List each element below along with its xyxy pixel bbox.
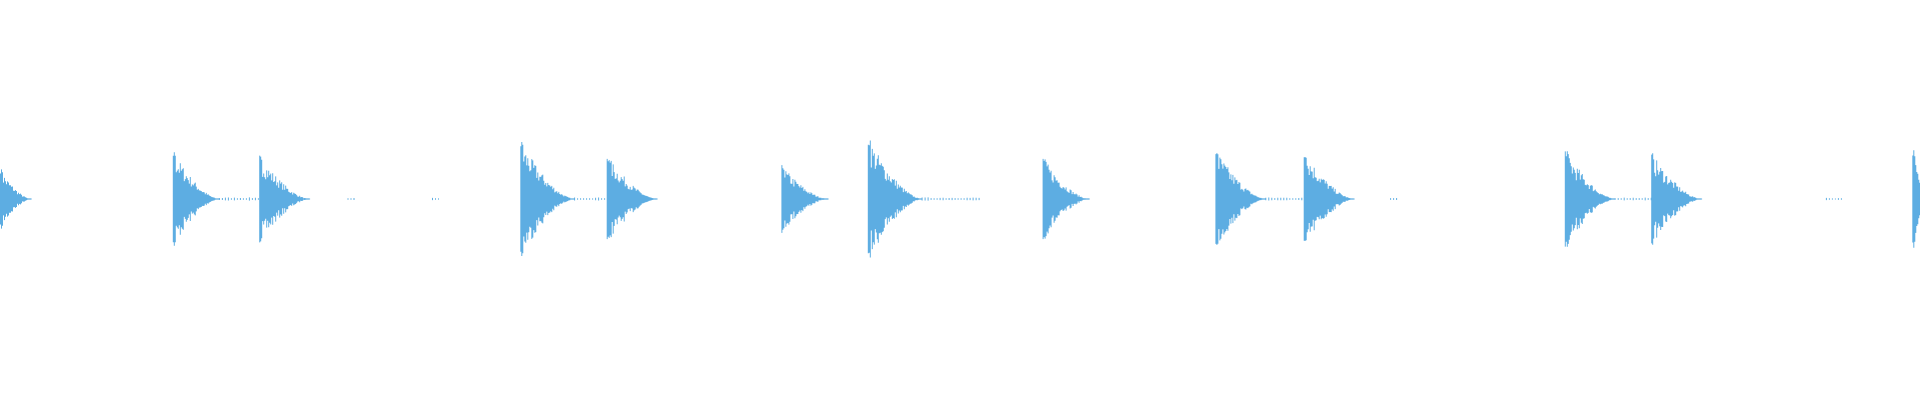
waveform-trace [0, 140, 1920, 258]
